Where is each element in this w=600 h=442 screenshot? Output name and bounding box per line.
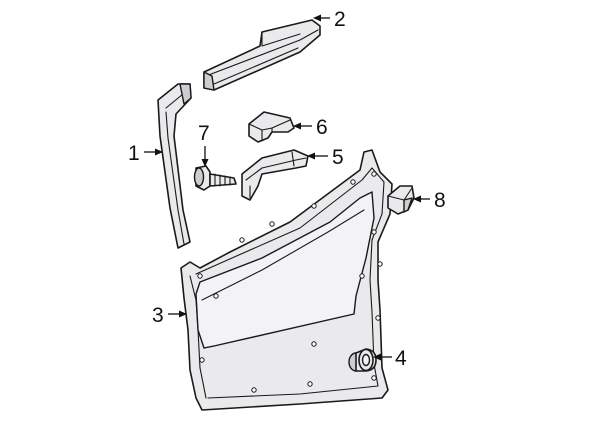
callout-8: 8 bbox=[434, 189, 446, 212]
leader-6 bbox=[293, 122, 312, 130]
callout-5: 5 bbox=[332, 146, 344, 169]
callout-3: 3 bbox=[152, 304, 164, 327]
part-7-fastener bbox=[193, 165, 237, 191]
leader-3 bbox=[168, 310, 187, 318]
leader-5 bbox=[307, 152, 328, 160]
callout-4: 4 bbox=[395, 347, 407, 370]
leader-4 bbox=[373, 353, 392, 361]
part-4-grommet bbox=[348, 348, 377, 372]
leader-2 bbox=[313, 14, 330, 22]
part-3-door-panel bbox=[180, 149, 393, 411]
part-8-clip bbox=[387, 185, 415, 215]
part-5-handle bbox=[241, 149, 309, 201]
callout-1: 1 bbox=[128, 142, 140, 165]
callout-6: 6 bbox=[316, 116, 328, 139]
callout-2: 2 bbox=[334, 8, 346, 31]
leader-1 bbox=[144, 148, 163, 156]
callout-7: 7 bbox=[198, 122, 210, 145]
part-2-trim-strip bbox=[203, 19, 321, 91]
leader-7 bbox=[201, 146, 209, 167]
leader-8 bbox=[413, 195, 430, 203]
part-1-side-trim bbox=[157, 83, 192, 249]
part-6-bracket bbox=[248, 111, 295, 143]
